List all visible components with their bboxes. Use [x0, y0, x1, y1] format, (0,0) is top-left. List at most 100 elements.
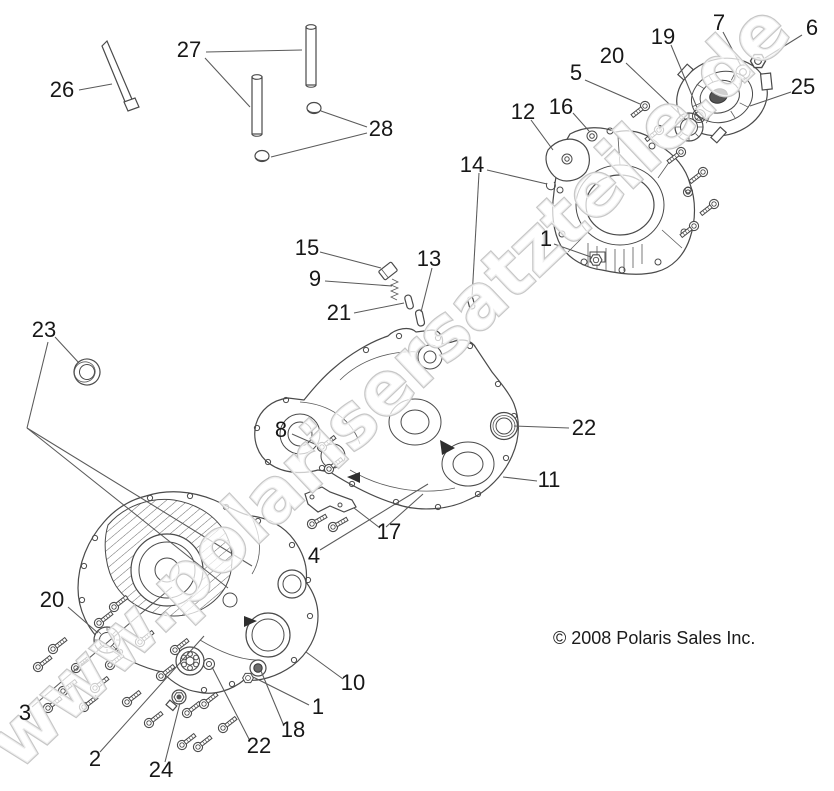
callout-11: 11: [538, 467, 561, 492]
leader-line-23: [26, 427, 253, 567]
watermark: www.polarisersatzteile.de: [0, 0, 808, 786]
callout-1: 1: [312, 694, 324, 719]
callout-12: 12: [511, 99, 535, 124]
callout-15: 15: [295, 235, 319, 260]
callout-20: 20: [600, 43, 624, 68]
callout-17: 17: [377, 519, 401, 544]
seal-22-top: [489, 411, 519, 441]
callout-13: 13: [417, 246, 441, 271]
leader-line-8: [291, 433, 318, 446]
callout-10: 10: [341, 670, 365, 695]
leader-line-27: [205, 49, 303, 53]
leader-line-20: [625, 62, 687, 121]
bolt-icon: [141, 708, 166, 731]
seal-23: [73, 358, 101, 386]
callout-2: 2: [89, 746, 101, 771]
callout-27: 27: [177, 37, 201, 62]
leader-line-23: [54, 336, 80, 364]
dowel-clip-14: [545, 181, 556, 191]
cap-plugs-28: [254, 101, 322, 163]
leader-line-16: [572, 112, 590, 132]
watermark-text: www.polarisersatzteile.de: [0, 0, 808, 786]
leader-line-23: [26, 341, 49, 429]
callout-26: 26: [50, 77, 74, 102]
detent-pin-21: [404, 294, 414, 310]
callout-7: 7: [713, 10, 725, 35]
copyright-text: © 2008 Polaris Sales Inc.: [553, 628, 755, 648]
bearing-carrier-25: [676, 57, 773, 144]
leader-line-19: [670, 44, 699, 111]
callout-24: 24: [149, 757, 173, 782]
leader-line-4: [319, 483, 429, 551]
stud-26: [101, 39, 140, 112]
nut-1-bottom: [242, 672, 254, 684]
leader-line-9: [324, 280, 393, 287]
leader-line-28: [270, 132, 368, 158]
callout-20: 20: [40, 587, 64, 612]
leader-line-6: [764, 34, 803, 59]
leader-line-15: [319, 251, 382, 269]
leader-line-17: [385, 493, 424, 528]
callout-9: 9: [309, 266, 321, 291]
switch-24: [165, 689, 187, 712]
leader-line-25: [749, 91, 792, 107]
leader-line-3: [31, 586, 173, 708]
leader-line-17: [353, 507, 381, 529]
leader-line-27: [204, 57, 251, 108]
leader-line-14: [471, 172, 480, 299]
leader-line-2: [99, 635, 205, 753]
leader-line-5: [584, 79, 641, 105]
leader-line-21: [353, 302, 405, 314]
bolt-icon: [697, 196, 722, 219]
leader-line-10: [305, 651, 344, 680]
seal-20-top: [674, 112, 704, 142]
leader-line-26: [78, 83, 113, 91]
rear-cover: [545, 127, 696, 275]
callout-3: 3: [19, 700, 31, 725]
leader-line-11: [502, 476, 538, 482]
leader-line-1: [553, 243, 592, 258]
nut-1-top: [589, 254, 603, 266]
callout-16: 16: [549, 94, 573, 119]
direction-arrow-icon: [244, 616, 257, 627]
washer-small: [682, 186, 694, 198]
leader-line-1: [252, 676, 310, 706]
callout-4: 4: [308, 543, 320, 568]
plug-22-bottom: [203, 658, 215, 670]
leader-line-24: [164, 702, 181, 763]
leader-line-22: [211, 666, 251, 742]
leader-line-18: [260, 670, 285, 727]
washer-16: [586, 130, 598, 142]
callout-22: 22: [572, 415, 596, 440]
callout-28: 28: [369, 116, 393, 141]
direction-arrow-icon: [440, 440, 455, 455]
bolt-icon: [215, 713, 240, 736]
leader-line-14: [486, 169, 548, 185]
bolt-icon: [686, 164, 711, 187]
callout-5: 5: [570, 60, 582, 85]
callout-23: 23: [32, 317, 56, 342]
bracket-17: [304, 486, 357, 534]
leader-line-28: [320, 110, 368, 128]
bolt-icon: [326, 514, 350, 534]
callout-14: 14: [460, 152, 484, 177]
oring-19: [692, 109, 706, 123]
callout-1: 1: [540, 226, 552, 251]
leader-line-7: [722, 31, 742, 67]
leader-line-22: [513, 425, 570, 429]
dowel-tubes-27: [251, 24, 317, 137]
callout-6: 6: [806, 15, 818, 40]
washer-7: [735, 64, 751, 80]
plug-15: [378, 261, 398, 281]
leader-line-13: [420, 267, 433, 313]
callout-22: 22: [247, 733, 271, 758]
rear-cover-sub-plate: [545, 138, 590, 182]
seal-20-bottom: [93, 626, 121, 654]
callout-25: 25: [791, 74, 815, 99]
callout-18: 18: [281, 717, 305, 742]
leader-lines: [26, 31, 803, 763]
dowel-pin-14b: [466, 296, 476, 310]
